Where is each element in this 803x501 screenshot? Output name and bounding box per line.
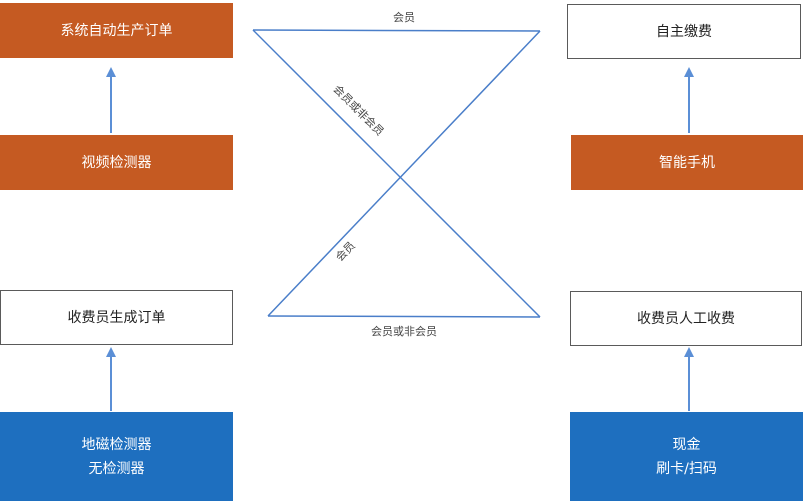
node-cash-label: 现金 <box>672 436 701 453</box>
node-magnetic-detector-label: 地磁检测器 <box>81 436 152 453</box>
node-manual-collection-label: 收费员人工收费 <box>637 310 735 327</box>
edge-label-bottom: 会员或非会员 <box>371 325 437 338</box>
edge-label-diagonal-down: 会员或非会员 <box>331 83 387 139</box>
node-collector-order-label: 收费员生成订单 <box>67 309 166 326</box>
node-self-payment-label: 自主缴费 <box>656 23 712 40</box>
node-cash-card: 现金 刷卡/扫码 <box>570 412 803 501</box>
node-auto-order-label: 系统自动生产订单 <box>60 22 173 39</box>
node-self-payment: 自主缴费 <box>567 4 801 59</box>
line-diagonal-up <box>267 30 541 317</box>
node-card-scan-label: 刷卡/扫码 <box>656 460 717 477</box>
node-no-detector-label: 无检测器 <box>88 460 145 477</box>
node-magnetic-detector: 地磁检测器 无检测器 <box>0 412 233 501</box>
line-bottom <box>267 315 541 318</box>
node-smartphone-label: 智能手机 <box>659 154 715 171</box>
node-smartphone: 智能手机 <box>571 135 803 190</box>
node-manual-collection: 收费员人工收费 <box>570 291 802 346</box>
line-diagonal-down <box>252 29 541 318</box>
node-video-detector: 视频检测器 <box>0 135 233 190</box>
node-auto-order: 系统自动生产订单 <box>0 3 233 58</box>
line-top <box>252 29 541 32</box>
node-collector-order: 收费员生成订单 <box>0 290 233 345</box>
node-video-detector-label: 视频检测器 <box>81 154 152 171</box>
edge-label-top: 会员 <box>393 11 415 24</box>
